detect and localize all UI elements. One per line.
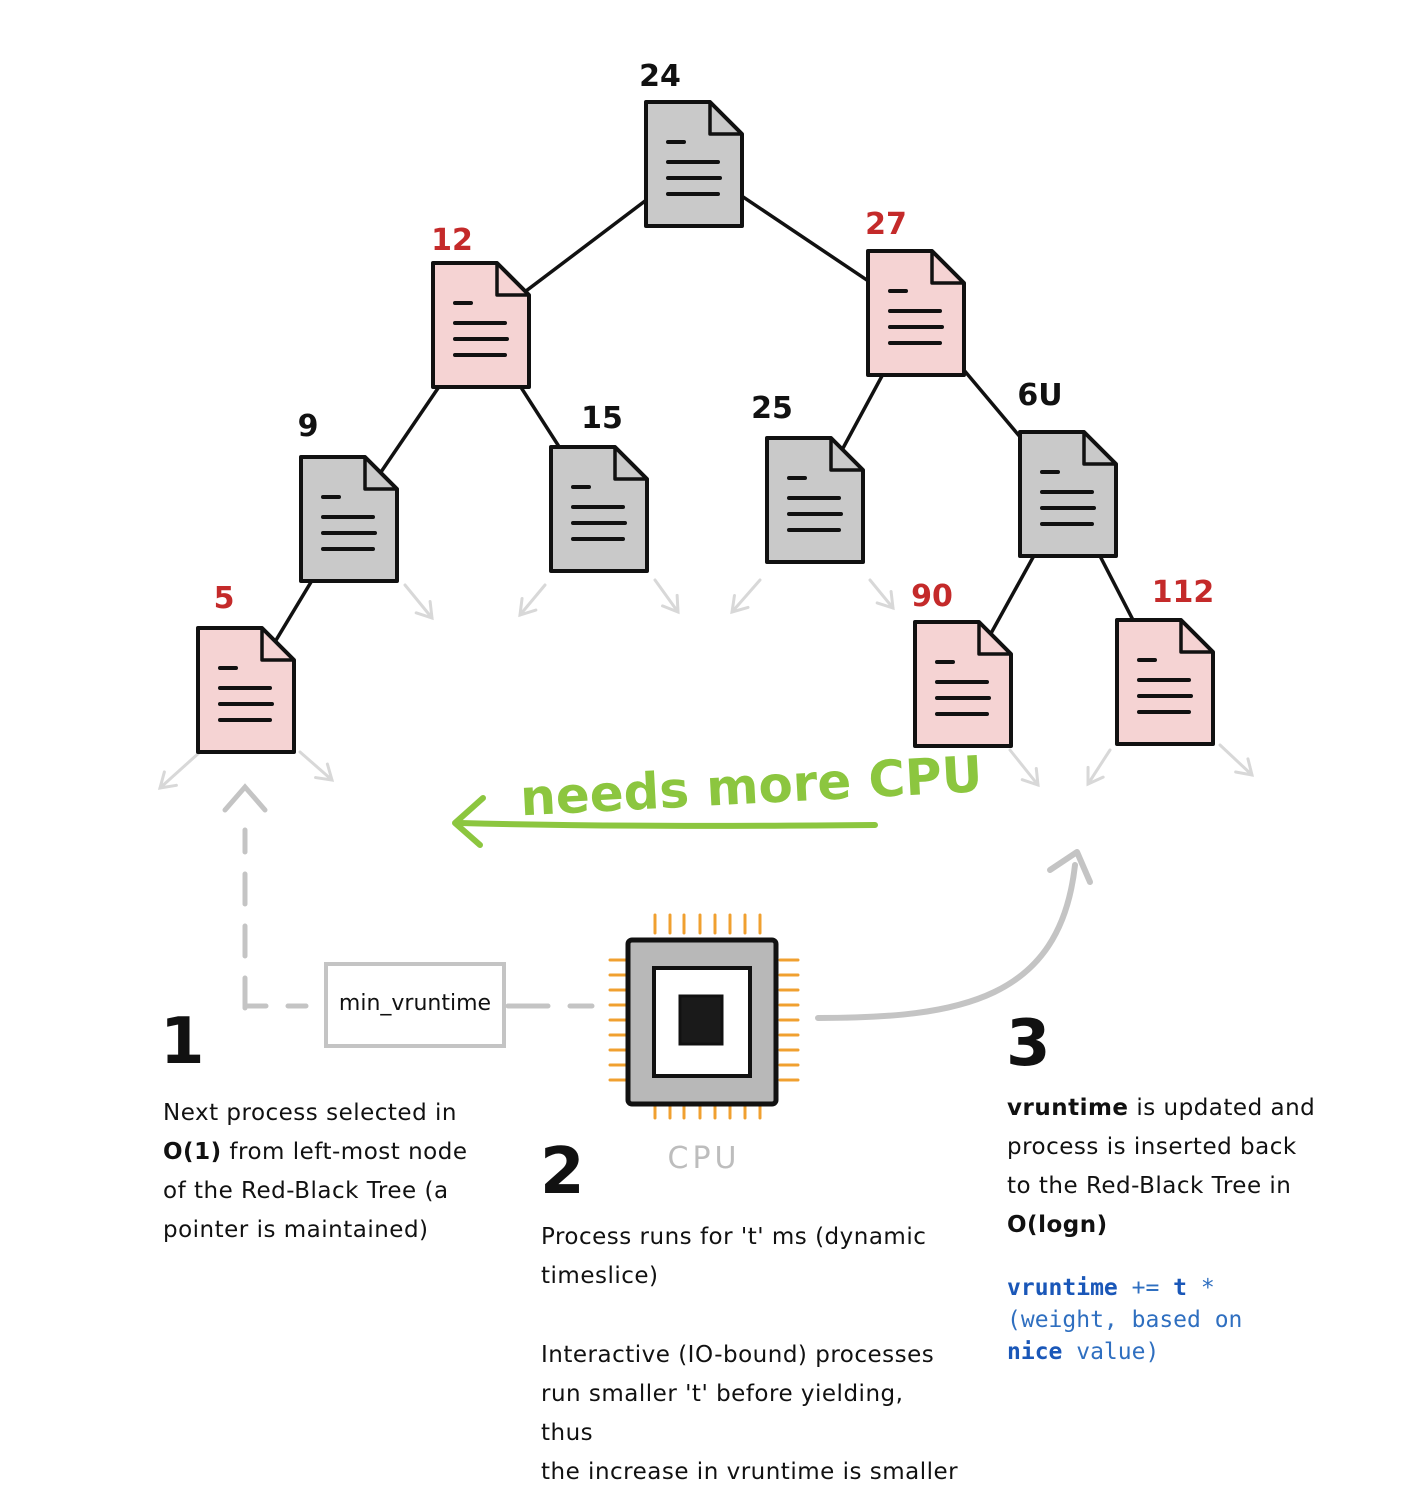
- min-vruntime-label: min_vruntime: [339, 991, 491, 1016]
- step-2-para-2-line-1: Interactive (IO-bound) processes: [541, 1342, 935, 1368]
- step-2-para-2-line-2: run smaller 't' before yielding, thus: [541, 1381, 904, 1446]
- formula-value: value): [1062, 1339, 1160, 1365]
- step-3-description: vruntime is updated and process is inser…: [1007, 1089, 1317, 1245]
- step-1-line-2-rest: from left-most node: [221, 1139, 468, 1165]
- cpu-label: CPU: [668, 1141, 741, 1176]
- tree-node-90: 90: [911, 579, 1013, 748]
- tree-edges: [244, 162, 1167, 691]
- step-2-para-2-line-3: the increase in vruntime is smaller: [541, 1459, 959, 1485]
- step-3-vruntime: vruntime: [1007, 1095, 1129, 1121]
- reinsert-arrow: [815, 849, 1093, 1021]
- step-3-line-1: vruntime is updated and: [1007, 1089, 1317, 1128]
- nil-leaf-arrow: [868, 578, 895, 611]
- tree-node-12: 12: [431, 223, 531, 389]
- step-1-number: 1: [160, 1005, 205, 1079]
- step-1-line-1: Next process selected in: [163, 1100, 457, 1126]
- nil-leaf-arrow: [730, 578, 762, 615]
- step-1-line-3: of the Red-Black Tree (a: [163, 1178, 449, 1204]
- step-3-line-3: to the Red-Black Tree in: [1007, 1173, 1292, 1199]
- step-1-line-4: pointer is maintained): [163, 1217, 429, 1243]
- formula-mul: *: [1187, 1275, 1215, 1301]
- step-3-complexity: O(logn): [1007, 1212, 1108, 1238]
- step-3-line-4: O(logn): [1007, 1206, 1317, 1245]
- tree-node-24: 24: [639, 59, 744, 228]
- node-key-label: 9: [298, 409, 319, 444]
- step-2-para-1-line-2: timeslice): [541, 1263, 659, 1289]
- formula-line-3: nice value): [1007, 1336, 1337, 1368]
- node-key-label: 90: [911, 579, 953, 614]
- step-1-description: Next process selected in O(1) from left-…: [163, 1094, 493, 1250]
- formula-op: +=: [1117, 1275, 1174, 1301]
- nil-leaf-arrow: [403, 583, 434, 621]
- select-leftmost-dashed-path: [222, 783, 595, 1011]
- cpu-chip-icon: CPU: [608, 913, 800, 1176]
- tree-node-6U: 6U: [1017, 378, 1118, 558]
- tree-node-15: 15: [549, 401, 649, 573]
- tree-node-25: 25: [751, 391, 865, 564]
- nil-leaf-arrow: [298, 750, 335, 782]
- node-key-label: 24: [639, 59, 681, 94]
- nil-leaf-arrow: [157, 750, 202, 790]
- step-1-line-2: O(1) from left-most node: [163, 1133, 493, 1172]
- step-3-number: 3: [1006, 1007, 1051, 1081]
- nil-leaf-arrow: [518, 583, 547, 618]
- node-key-label: 12: [431, 223, 473, 258]
- tree-node-112: 112: [1115, 575, 1215, 746]
- node-key-label: 25: [751, 391, 793, 426]
- formula-nice: nice: [1007, 1339, 1063, 1365]
- vruntime-formula: vruntime += t * (weight, based on nice v…: [1007, 1272, 1337, 1368]
- tree-node-27: 27: [865, 207, 966, 377]
- node-key-label: 112: [1152, 575, 1215, 610]
- step-1-complexity: O(1): [163, 1139, 222, 1165]
- nil-leaf-arrow: [1218, 743, 1255, 777]
- tree-node-5: 5: [196, 581, 296, 754]
- node-key-label: 27: [865, 207, 907, 242]
- step-2-para-1-line-1: Process runs for 't' ms (dynamic: [541, 1224, 927, 1250]
- node-key-label: 5: [214, 581, 235, 616]
- nil-leaf-arrow: [653, 578, 680, 615]
- formula-vruntime: vruntime: [1007, 1275, 1118, 1301]
- needs-more-cpu-label: needs more CPU: [519, 745, 984, 827]
- step-3-line-2: process is inserted back: [1007, 1134, 1297, 1160]
- formula-t: t: [1173, 1275, 1188, 1301]
- tree-nodes: 24 12 27 9 15 25 6U 5 90 112: [196, 59, 1215, 754]
- tree-node-9: 9: [298, 409, 399, 583]
- formula-line-1: vruntime += t *: [1007, 1272, 1337, 1304]
- step-3-line-1-rest: is updated and: [1128, 1095, 1316, 1121]
- step-2-description: Process runs for 't' ms (dynamic timesli…: [541, 1218, 961, 1492]
- formula-line-2: (weight, based on: [1007, 1307, 1243, 1333]
- min-vruntime-box: min_vruntime: [324, 962, 506, 1048]
- step-2-number: 2: [540, 1135, 585, 1209]
- nil-leaf-arrows: [157, 578, 1255, 790]
- node-key-label: 15: [581, 401, 623, 436]
- needs-more-cpu-arrow: needs more CPU: [452, 745, 984, 848]
- node-key-label: 6U: [1017, 378, 1062, 413]
- nil-leaf-arrow: [1086, 748, 1112, 787]
- nil-leaf-arrow: [1008, 748, 1040, 788]
